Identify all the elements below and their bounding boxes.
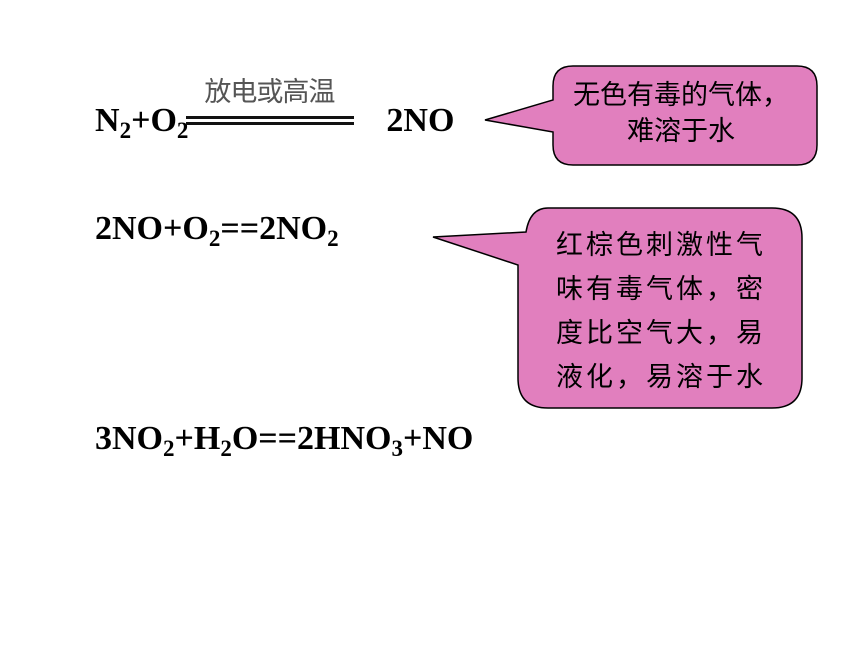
- callout-line: 无色有毒的气体，: [573, 80, 789, 111]
- subscript: 2: [163, 436, 175, 461]
- equation-part: O==2HNO: [231, 420, 392, 457]
- callout-no2-bubble: [432, 207, 803, 409]
- callout-line: 度比空气大，易: [556, 318, 766, 349]
- reactant-o: O: [150, 102, 177, 139]
- equation-no-o2: 2NO+O2==2NO2: [95, 210, 339, 251]
- subscript: 2: [327, 226, 339, 251]
- reaction-arrow: 放电或高温: [186, 79, 356, 138]
- equation-part: ==2NO: [220, 210, 328, 247]
- equation-part: +H: [174, 420, 221, 457]
- callout-no-text: 无色有毒的气体， 难溶于水: [545, 78, 817, 150]
- reaction-condition: 放电或高温: [204, 77, 335, 108]
- equation-part: 3NO: [95, 420, 163, 457]
- callout-no-bubble: [484, 65, 818, 166]
- subscript: 3: [391, 436, 403, 461]
- callout-line: 红棕色刺激性气: [556, 230, 766, 261]
- equation-part: +NO: [402, 420, 474, 457]
- double-line-icon: [186, 116, 355, 125]
- product-no: 2NO: [386, 102, 455, 139]
- plus-sign: +: [131, 102, 151, 139]
- subscript: 2: [176, 118, 189, 143]
- subscript: 2: [208, 226, 221, 251]
- callout-line: 难溶于水: [627, 116, 735, 147]
- reactant-n: N: [95, 102, 120, 139]
- callout-no2-text: 红棕色刺激性气 味有毒气体，密 度比空气大，易 液化，易溶于水: [530, 224, 792, 400]
- equation-no2-h2o: 3NO2+H2O==2HNO3+NO: [95, 420, 474, 461]
- callout-line: 液化，易溶于水: [556, 362, 766, 393]
- callout-line: 味有毒气体，密: [556, 274, 766, 305]
- equation-part: 2NO+O: [95, 210, 209, 247]
- subscript: 2: [220, 436, 232, 461]
- subscript: 2: [119, 118, 132, 143]
